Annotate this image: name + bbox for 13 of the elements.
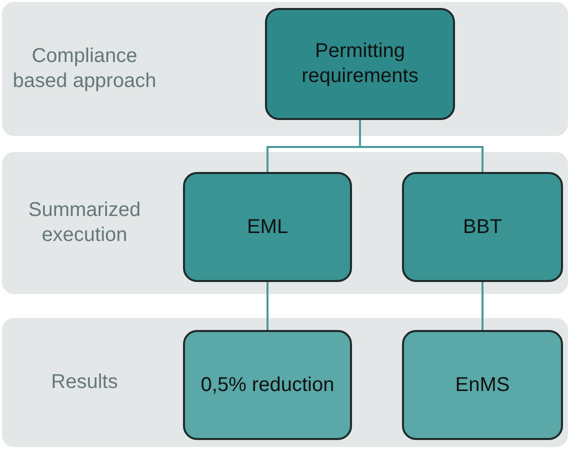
process-box: Permitting requirements <box>265 8 455 120</box>
process-box: EML <box>183 172 352 282</box>
process-box: BBT <box>402 172 563 282</box>
row-label: Results <box>51 370 118 395</box>
process-box: EnMS <box>402 330 563 440</box>
connector-line <box>266 282 268 330</box>
row-band <box>2 152 568 294</box>
row-label: Summarized execution <box>27 198 142 248</box>
connector-line <box>482 282 484 330</box>
row-band <box>2 318 568 447</box>
process-box: 0,5% reduction <box>183 330 352 440</box>
row-band <box>2 2 568 136</box>
row-label: Compliance based approach <box>12 44 158 94</box>
